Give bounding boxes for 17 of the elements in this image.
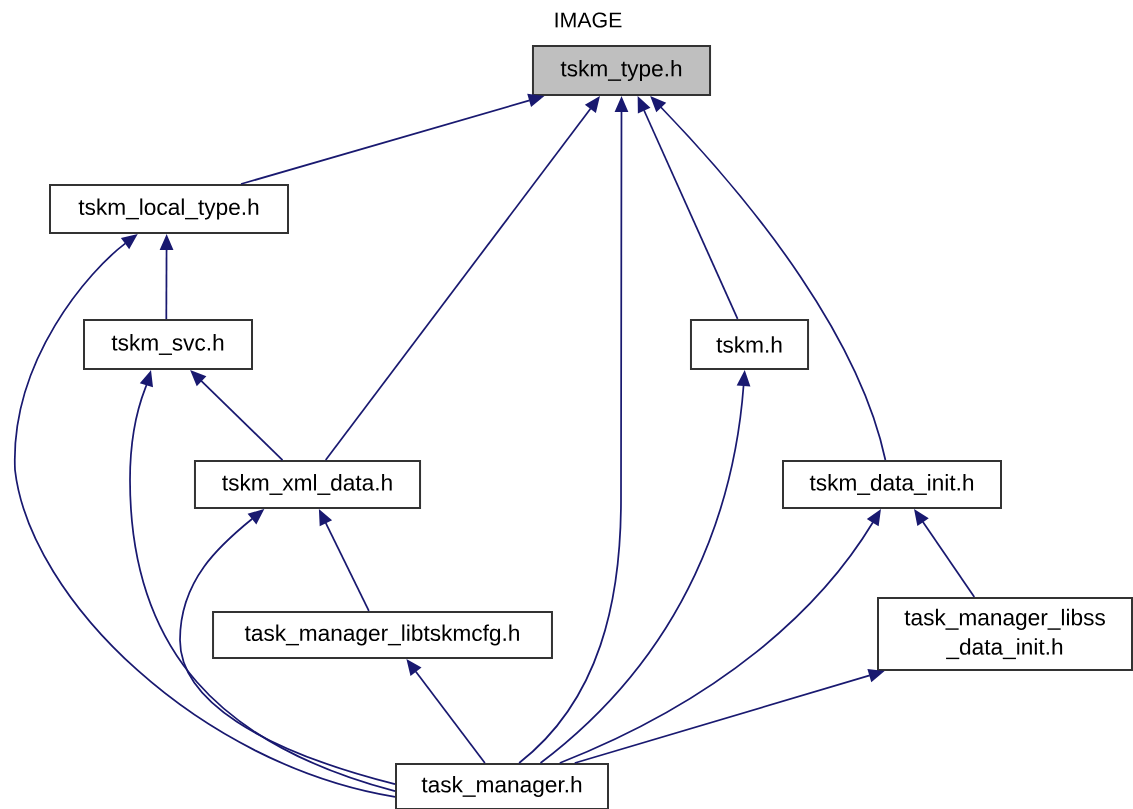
arrow — [650, 96, 887, 461]
arrow — [406, 659, 486, 764]
file-box: tskm_local_type.h — [49, 184, 289, 234]
arrow — [14, 234, 396, 798]
arrow — [914, 509, 976, 598]
file-box: task_manager_libss _data_init.h — [877, 597, 1133, 671]
arrow — [190, 370, 284, 461]
title: IMAGE — [555, 12, 622, 28]
arrow — [179, 509, 396, 785]
file-box: tskm_xml_data.h — [193, 460, 422, 509]
file-box: tskm_data_init.h — [782, 460, 1002, 509]
file-box: task_manager_libtskmcfg.h — [212, 611, 553, 659]
file-box: tskm_svc.h — [83, 318, 253, 371]
file-box: task_manager.h — [395, 762, 609, 809]
file-box: tskm_type.h — [531, 44, 712, 97]
arrow — [324, 96, 600, 461]
file-box: tskm.h — [689, 318, 810, 371]
